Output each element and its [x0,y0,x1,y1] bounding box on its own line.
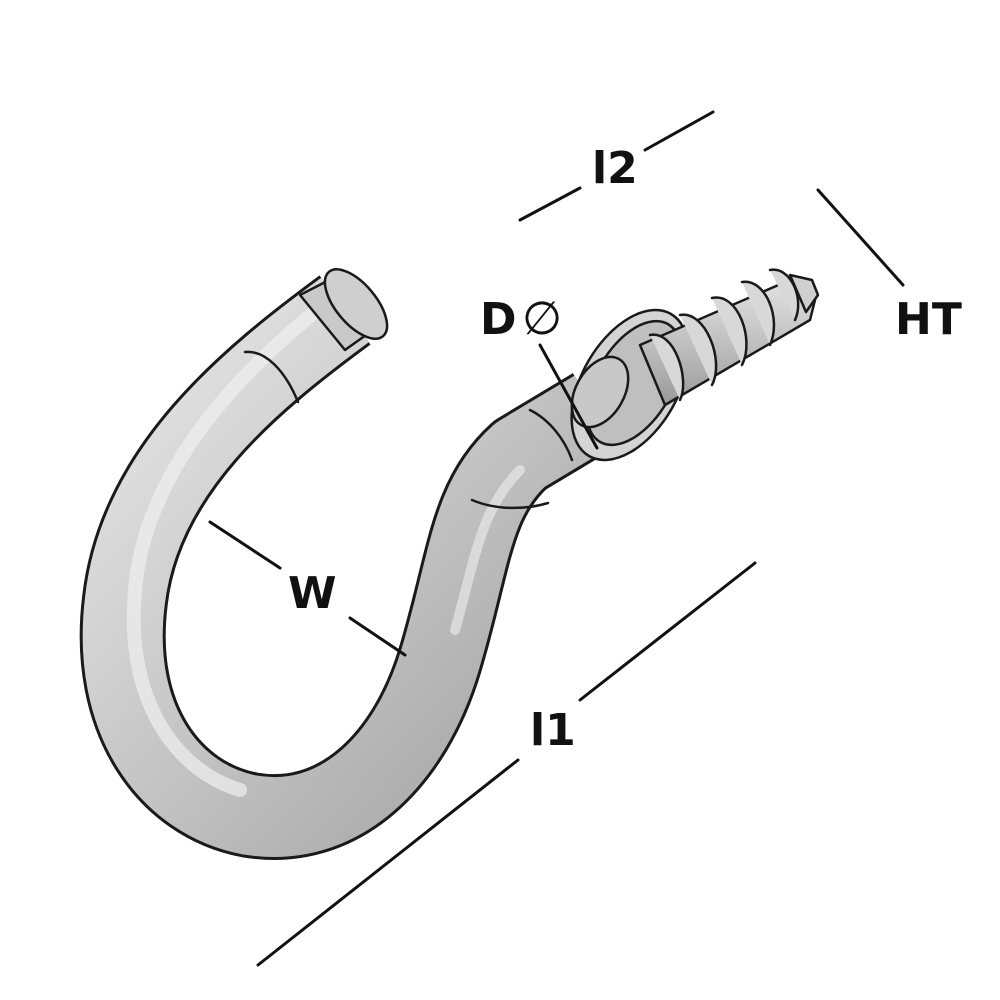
dimension-l1-line-upper [578,561,757,702]
bend-seam-shoulder [528,408,574,462]
threaded-screw [638,268,820,407]
bend-seam-neck [470,498,550,510]
hook-tip [298,268,389,352]
label-ht: HT [895,294,962,345]
dimension-l1-line-lower [256,758,520,967]
label-diameter: D [480,294,517,345]
bend-seam-top [243,350,300,404]
label-w: W [288,568,337,619]
dimension-l2-line-left [518,186,582,222]
dimension-ht-line [816,188,905,287]
label-diameter-symbol: ∅ [522,291,562,345]
dimension-w-line-upper [208,520,282,570]
dimension-diameter-leader [538,343,599,450]
label-l2: l2 [592,143,638,194]
label-l1: l1 [530,705,576,756]
dimension-l2-line-right [643,110,715,152]
dimension-w-line-lower [348,616,407,657]
hook-body [79,275,618,860]
